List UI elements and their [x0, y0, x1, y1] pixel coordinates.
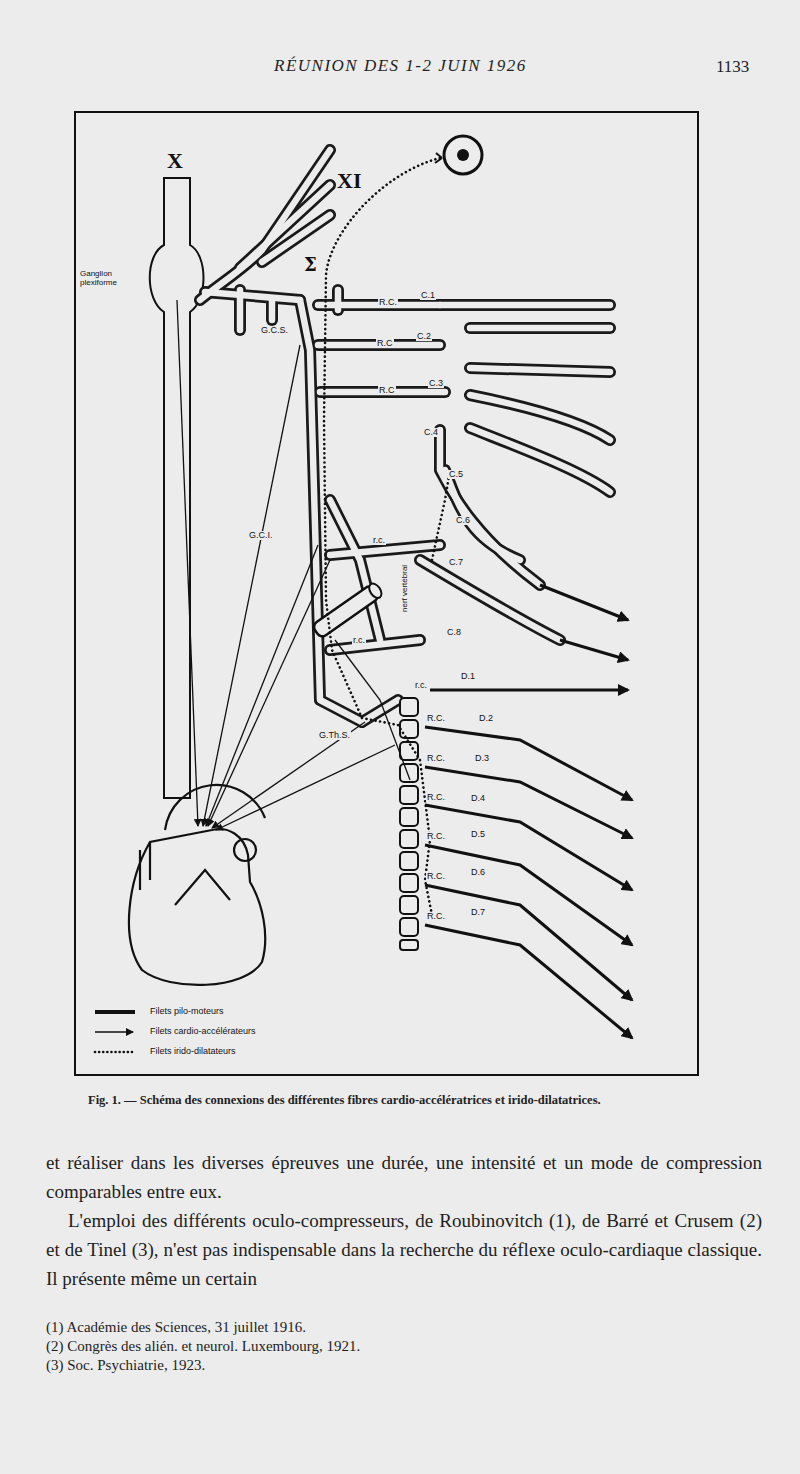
footnote: (3) Soc. Psychiatrie, 1923.	[46, 1356, 762, 1375]
ramus-label: R.C.	[426, 793, 446, 802]
root-label: D.2	[478, 714, 494, 723]
subclavian-artery	[312, 581, 384, 638]
body-paragraph: et réaliser dans les diverses épreuves u…	[46, 1148, 762, 1206]
ganglion-label: G.C.I.	[248, 531, 274, 540]
root-label: D.5	[470, 830, 486, 839]
ramus-label: r.c.	[352, 636, 366, 645]
ramus-label: r.c.	[372, 536, 386, 545]
ramus-label: R.C.	[426, 832, 446, 841]
ramus-label: r.c.	[414, 681, 428, 690]
root-label: D.1	[460, 672, 476, 681]
nerve-label: XI	[336, 170, 362, 192]
running-header: RÉUNION DES 1-2 JUIN 1926	[274, 57, 527, 74]
figure-caption: Fig. 1. — Schéma des connexions des diff…	[88, 1093, 778, 1108]
nerve-label: X	[166, 150, 184, 172]
legend-text: Filets cardio-accélérateurs	[150, 1027, 256, 1036]
page-number: 1133	[716, 58, 749, 75]
figure-frame	[75, 112, 698, 1075]
nerve-label: Σ	[304, 256, 317, 274]
heart-drawing	[129, 785, 265, 985]
legend-samples	[95, 1012, 135, 1052]
ramus-label: R.C.	[378, 298, 398, 307]
root-label: C.8	[446, 628, 462, 637]
footnotes: (1) Académie des Sciences, 31 juillet 19…	[46, 1318, 762, 1375]
ramus-label: R.C	[376, 339, 394, 348]
nerve-fill	[200, 150, 610, 722]
legend-text: Filets irido-dilatateurs	[150, 1047, 236, 1056]
pupil	[457, 149, 469, 161]
ramus-label: R.C	[378, 386, 396, 395]
body-text: et réaliser dans les diverses épreuves u…	[46, 1148, 762, 1293]
nerve-outline	[200, 150, 610, 722]
irido-dilator-path	[324, 158, 440, 915]
root-label: C.5	[448, 470, 464, 479]
intercostal-nerves	[425, 585, 632, 1038]
ganglion-label: Ganglion plexiforme	[80, 270, 136, 288]
root-label: D.7	[470, 908, 486, 917]
root-label: D.3	[474, 754, 490, 763]
root-label: D.4	[470, 794, 486, 803]
root-label: C.2	[416, 332, 432, 341]
ramus-label: R.C.	[426, 754, 446, 763]
root-label: C.7	[448, 558, 464, 567]
arrow-head	[435, 153, 442, 163]
vagus-nerve	[150, 178, 204, 798]
root-label: C.1	[420, 291, 436, 300]
root-label: C.6	[455, 516, 471, 525]
irido-dilator-path	[432, 470, 450, 560]
ganglion-label: G.C.S.	[260, 326, 289, 335]
nerve-label: nerf vertébral	[401, 565, 409, 612]
footnote: (2) Congrès des alién. et neurol. Luxemb…	[46, 1337, 762, 1356]
ganglion-label: G.Th.S.	[318, 731, 351, 740]
legend-text: Filets pilo-moteurs	[150, 1007, 224, 1016]
body-paragraph: L'emploi des différents oculo-compresseu…	[46, 1206, 762, 1293]
ramus-label: R.C.	[426, 714, 446, 723]
root-label: C.4	[423, 428, 439, 437]
root-label: C.3	[428, 379, 444, 388]
root-label: D.6	[470, 868, 486, 877]
vertebral-column	[400, 698, 418, 950]
footnote: (1) Académie des Sciences, 31 juillet 19…	[46, 1318, 762, 1337]
ramus-label: R.C.	[426, 912, 446, 921]
eye-symbol	[444, 136, 482, 174]
ramus-label: R.C.	[426, 872, 446, 881]
figure-caption-area: Fig. 1. — Schéma des connexions des diff…	[88, 1093, 778, 1108]
cardiac-nerves	[177, 300, 410, 830]
